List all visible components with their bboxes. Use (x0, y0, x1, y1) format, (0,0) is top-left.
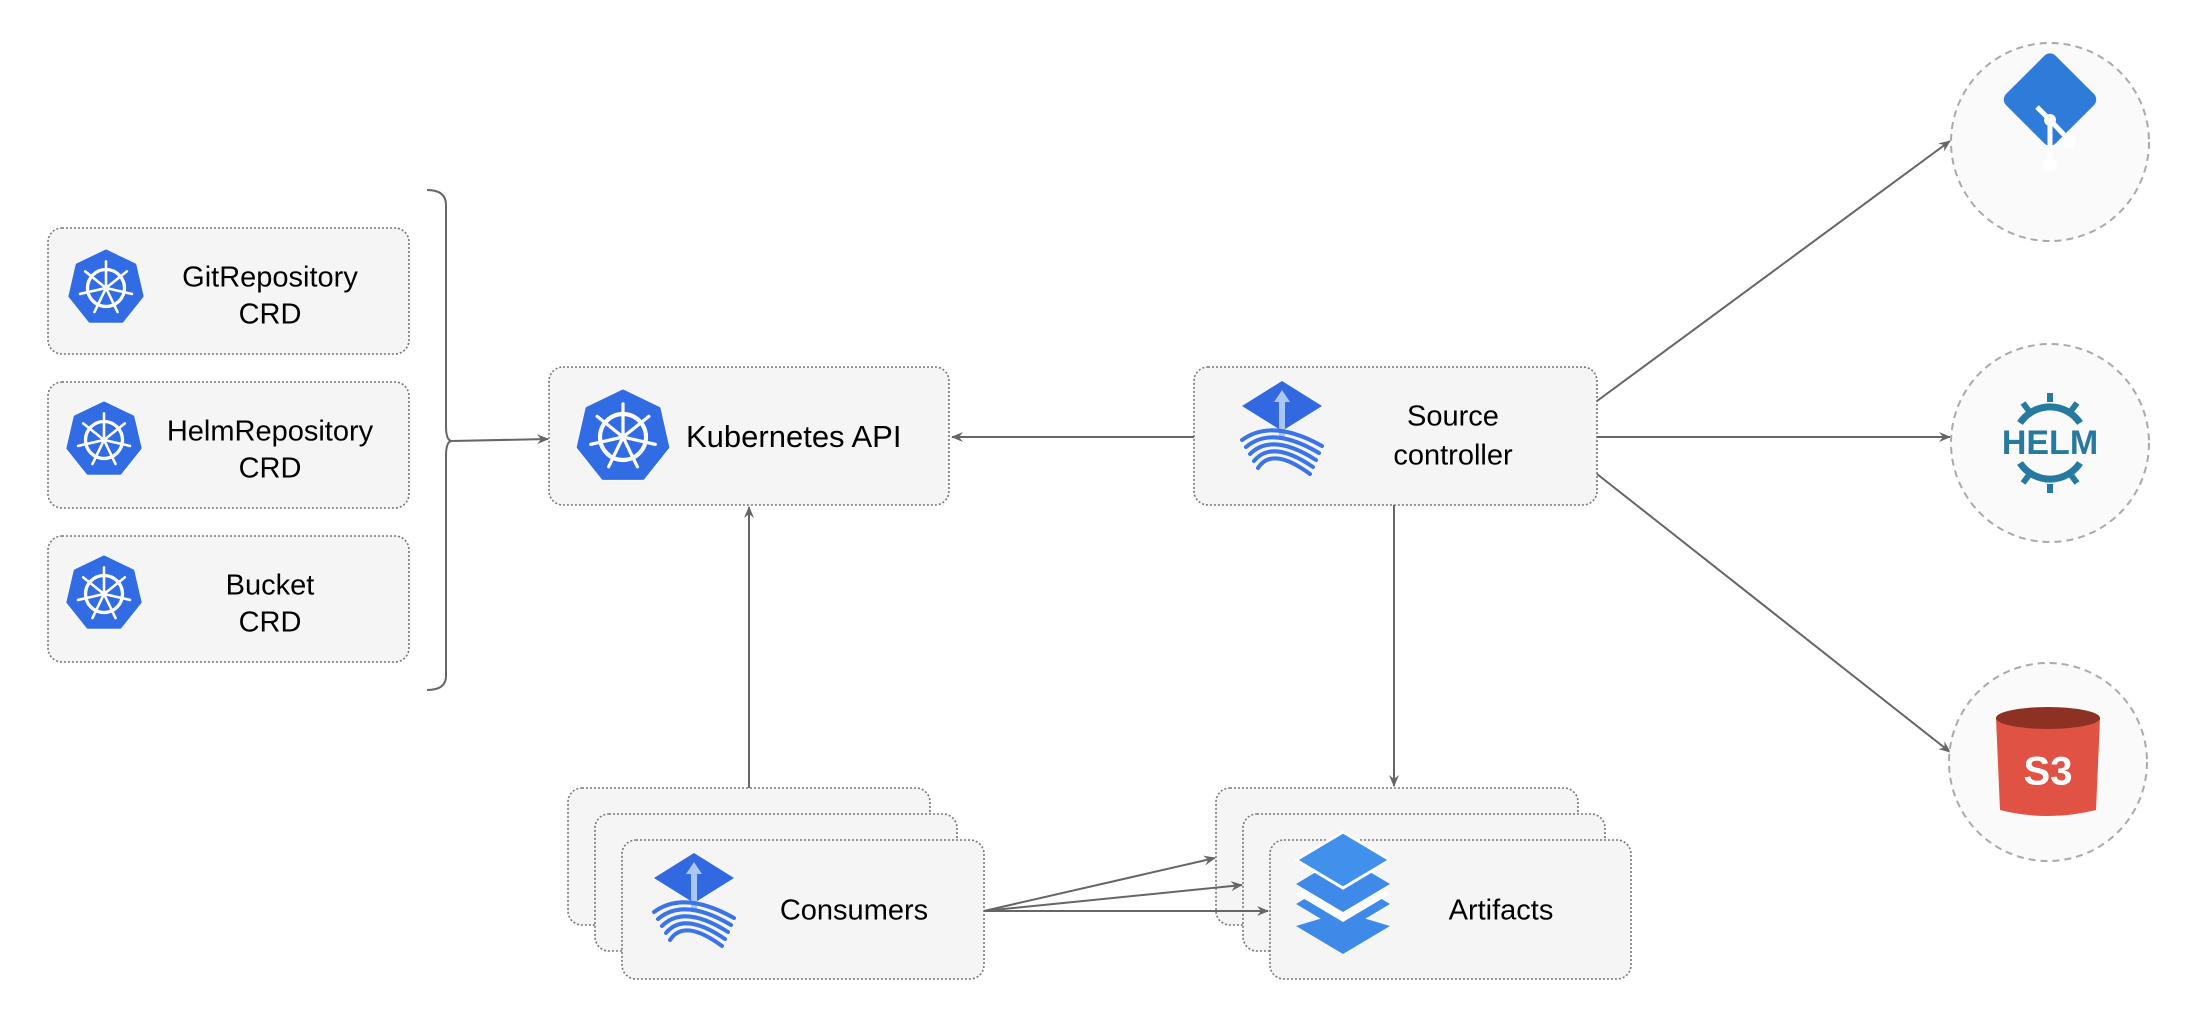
consumers-node[interactable]: Consumers (567, 787, 985, 980)
s3-text: S3 (2024, 750, 2073, 794)
edge-consumers-to-artifacts-2 (983, 881, 1243, 912)
crd-sublabel: CRD (239, 299, 302, 331)
flux-icon (1240, 381, 1324, 476)
edge-source-to-git (1596, 140, 1951, 402)
crd-label: GitRepository (182, 262, 358, 294)
crd-group-bracket (426, 189, 453, 691)
crd-sublabel: CRD (239, 453, 302, 485)
kubernetes-api-node[interactable]: Kubernetes API (548, 366, 950, 506)
source-controller-sublabel: controller (1393, 440, 1513, 472)
git-icon (2003, 53, 2097, 172)
s3-source[interactable]: S3 (1948, 662, 2148, 862)
edge-consumers-to-artifacts-1 (983, 855, 1216, 912)
crd-bucket[interactable]: Bucket CRD (47, 535, 410, 663)
s3-bucket-icon: S3 (1996, 707, 2100, 816)
crd-gitrepository[interactable]: GitRepository CRD (47, 227, 410, 355)
helm-source[interactable]: HELM (1950, 343, 2150, 543)
git-source[interactable] (1950, 42, 2150, 242)
source-controller-label: Source (1407, 401, 1499, 433)
flux-icon (652, 853, 736, 948)
crd-label: Bucket (226, 570, 315, 602)
crd-sublabel: CRD (239, 607, 302, 639)
kubernetes-icon (67, 249, 145, 324)
edge-source-to-s3 (1596, 473, 1951, 753)
artifacts-node[interactable]: Artifacts (1215, 787, 1632, 980)
kubernetes-icon (65, 401, 143, 476)
kubernetes-api-label: Kubernetes API (686, 419, 901, 454)
consumers-label: Consumers (780, 895, 928, 927)
artifacts-label: Artifacts (1449, 895, 1554, 927)
edge-crds-to-api (451, 434, 549, 445)
source-controller-node[interactable]: Source controller (1193, 366, 1598, 506)
helm-text: HELM (2002, 424, 2098, 462)
kubernetes-icon (65, 555, 143, 630)
helm-icon: HELM (2002, 393, 2098, 493)
crd-label: HelmRepository (167, 416, 374, 448)
kubernetes-icon (576, 389, 670, 481)
crd-helmrepository[interactable]: HelmRepository CRD (47, 381, 410, 509)
layers-icon (1293, 830, 1393, 954)
